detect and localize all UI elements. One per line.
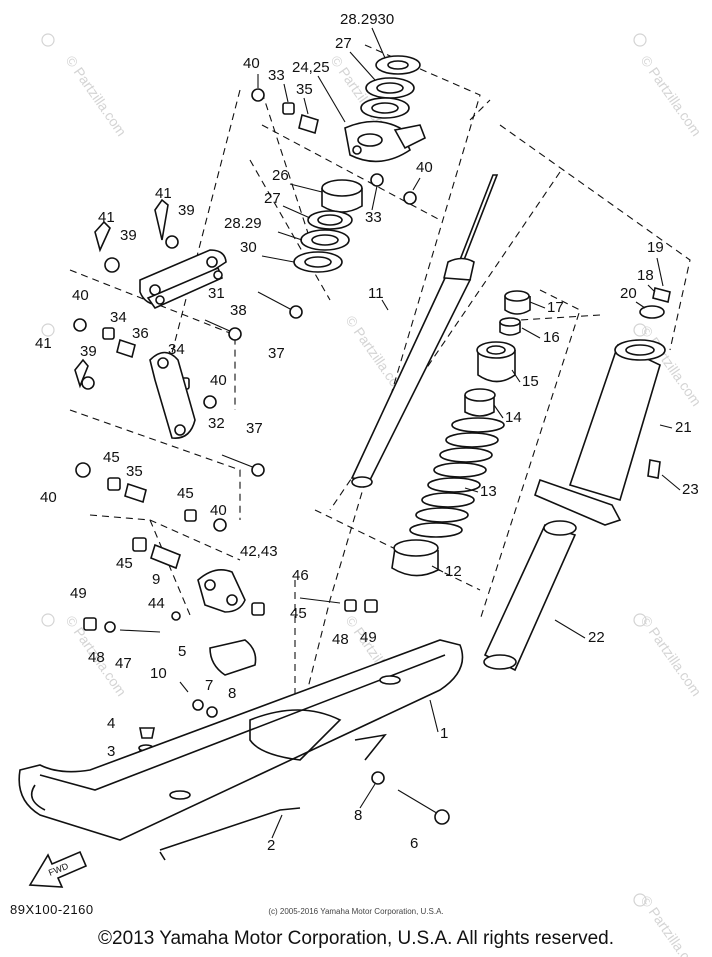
callout-label: 6 [410,835,418,852]
callout-label: 20 [620,285,637,302]
callout-label: 16 [543,329,560,346]
leader-lines [257,27,681,839]
callout-label: 28.2930 [340,11,394,28]
callout-label: 41 [155,185,172,202]
callout-label: 39 [120,227,137,244]
callout-label: 3 [107,743,115,760]
callout-label: 45 [103,449,120,466]
callout-label: 42,43 [240,543,278,560]
callout-label: 40 [416,159,433,176]
upper-bearing-stack [344,55,427,163]
callout-label: 26 [272,167,289,184]
callout-label: 28.29 [224,215,262,232]
callout-label: 1 [440,725,448,742]
bolts [204,291,450,825]
callout-label: 32 [208,415,225,432]
callout-label: 45 [177,485,194,502]
callout-label: 19 [647,239,664,256]
callout-label: 13 [480,483,497,500]
callout-label: 4 [107,715,115,732]
callout-label: 7 [205,677,213,694]
callout-label: 24,25 [292,59,330,76]
document-number: 89X100-2160 [10,902,94,917]
shock-absorber [350,174,499,488]
callout-label: 30 [240,239,257,256]
pivot-arm [149,351,196,439]
callout-label: 41 [35,335,52,352]
callout-label: 15 [522,373,539,390]
callout-label: 40 [210,372,227,389]
watermark-text: © Partzilla.com [638,613,705,699]
callout-label: 27 [335,35,352,52]
footer-copyright-text: ©2013 Yamaha Motor Corporation, U.S.A. A… [98,928,614,949]
watermark-text: © Partzilla.com [638,53,705,139]
ski-bracket [197,569,246,613]
callout-label: 8 [354,807,362,824]
callout-label: 40 [40,489,57,506]
callout-label: 5 [178,643,186,660]
callout-label: 22 [588,629,605,646]
callout-label: 35 [126,463,143,480]
callout-label: 47 [115,655,132,672]
lower-bearing-stack [293,179,363,273]
outer-tubes [483,287,671,672]
callout-label: 45 [116,555,133,572]
callout-label: 9 [152,571,160,588]
link-plate [139,249,227,310]
callout-labels: 28.2930 27 24,25 40 33 35 26 27 28.29 30… [35,11,699,854]
small-hardware [73,88,417,633]
callout-label: 8 [228,685,236,702]
callout-label: 39 [80,343,97,360]
ski [18,639,464,861]
callout-label: 49 [360,629,377,646]
callout-label: 45 [290,605,307,622]
callout-label: 27 [264,190,281,207]
watermark-text: © Partzilla.com [63,53,130,139]
callout-label: 46 [292,567,309,584]
callout-label: 40 [72,287,89,304]
callout-label: 48 [332,631,349,648]
callout-label: 21 [675,419,692,436]
small-copyright-text: (c) 2005-2016 Yamaha Motor Corporation, … [268,907,444,916]
callout-label: 11 [368,285,384,302]
spring-seats [391,290,531,577]
callout-label: 14 [505,409,522,426]
callout-label: 40 [243,55,260,72]
callout-label: 39 [178,202,195,219]
callout-label: 10 [150,665,167,682]
callout-label: 2 [267,837,275,854]
callout-label: 36 [132,325,149,342]
callout-label: 49 [70,585,87,602]
callout-label: 31 [208,285,225,302]
callout-label: 33 [268,67,285,84]
callout-label: 17 [547,299,564,316]
callout-label: 33 [365,209,382,226]
callout-label: 38 [230,302,247,319]
callout-label: 48 [88,649,105,666]
callout-label: 41 [98,209,115,226]
callout-label: 12 [445,563,462,580]
callout-label: 18 [637,267,654,284]
forward-arrow: FWD [28,850,88,888]
callout-label: 40 [210,502,227,519]
callout-label: 37 [268,345,285,362]
callout-label: 23 [682,481,699,498]
callout-label: 44 [148,595,165,612]
coil-spring [409,417,505,538]
callout-label: 34 [110,309,127,326]
callout-label: 37 [246,420,263,437]
callout-label: 34 [168,341,185,358]
callout-label: 35 [296,81,313,98]
